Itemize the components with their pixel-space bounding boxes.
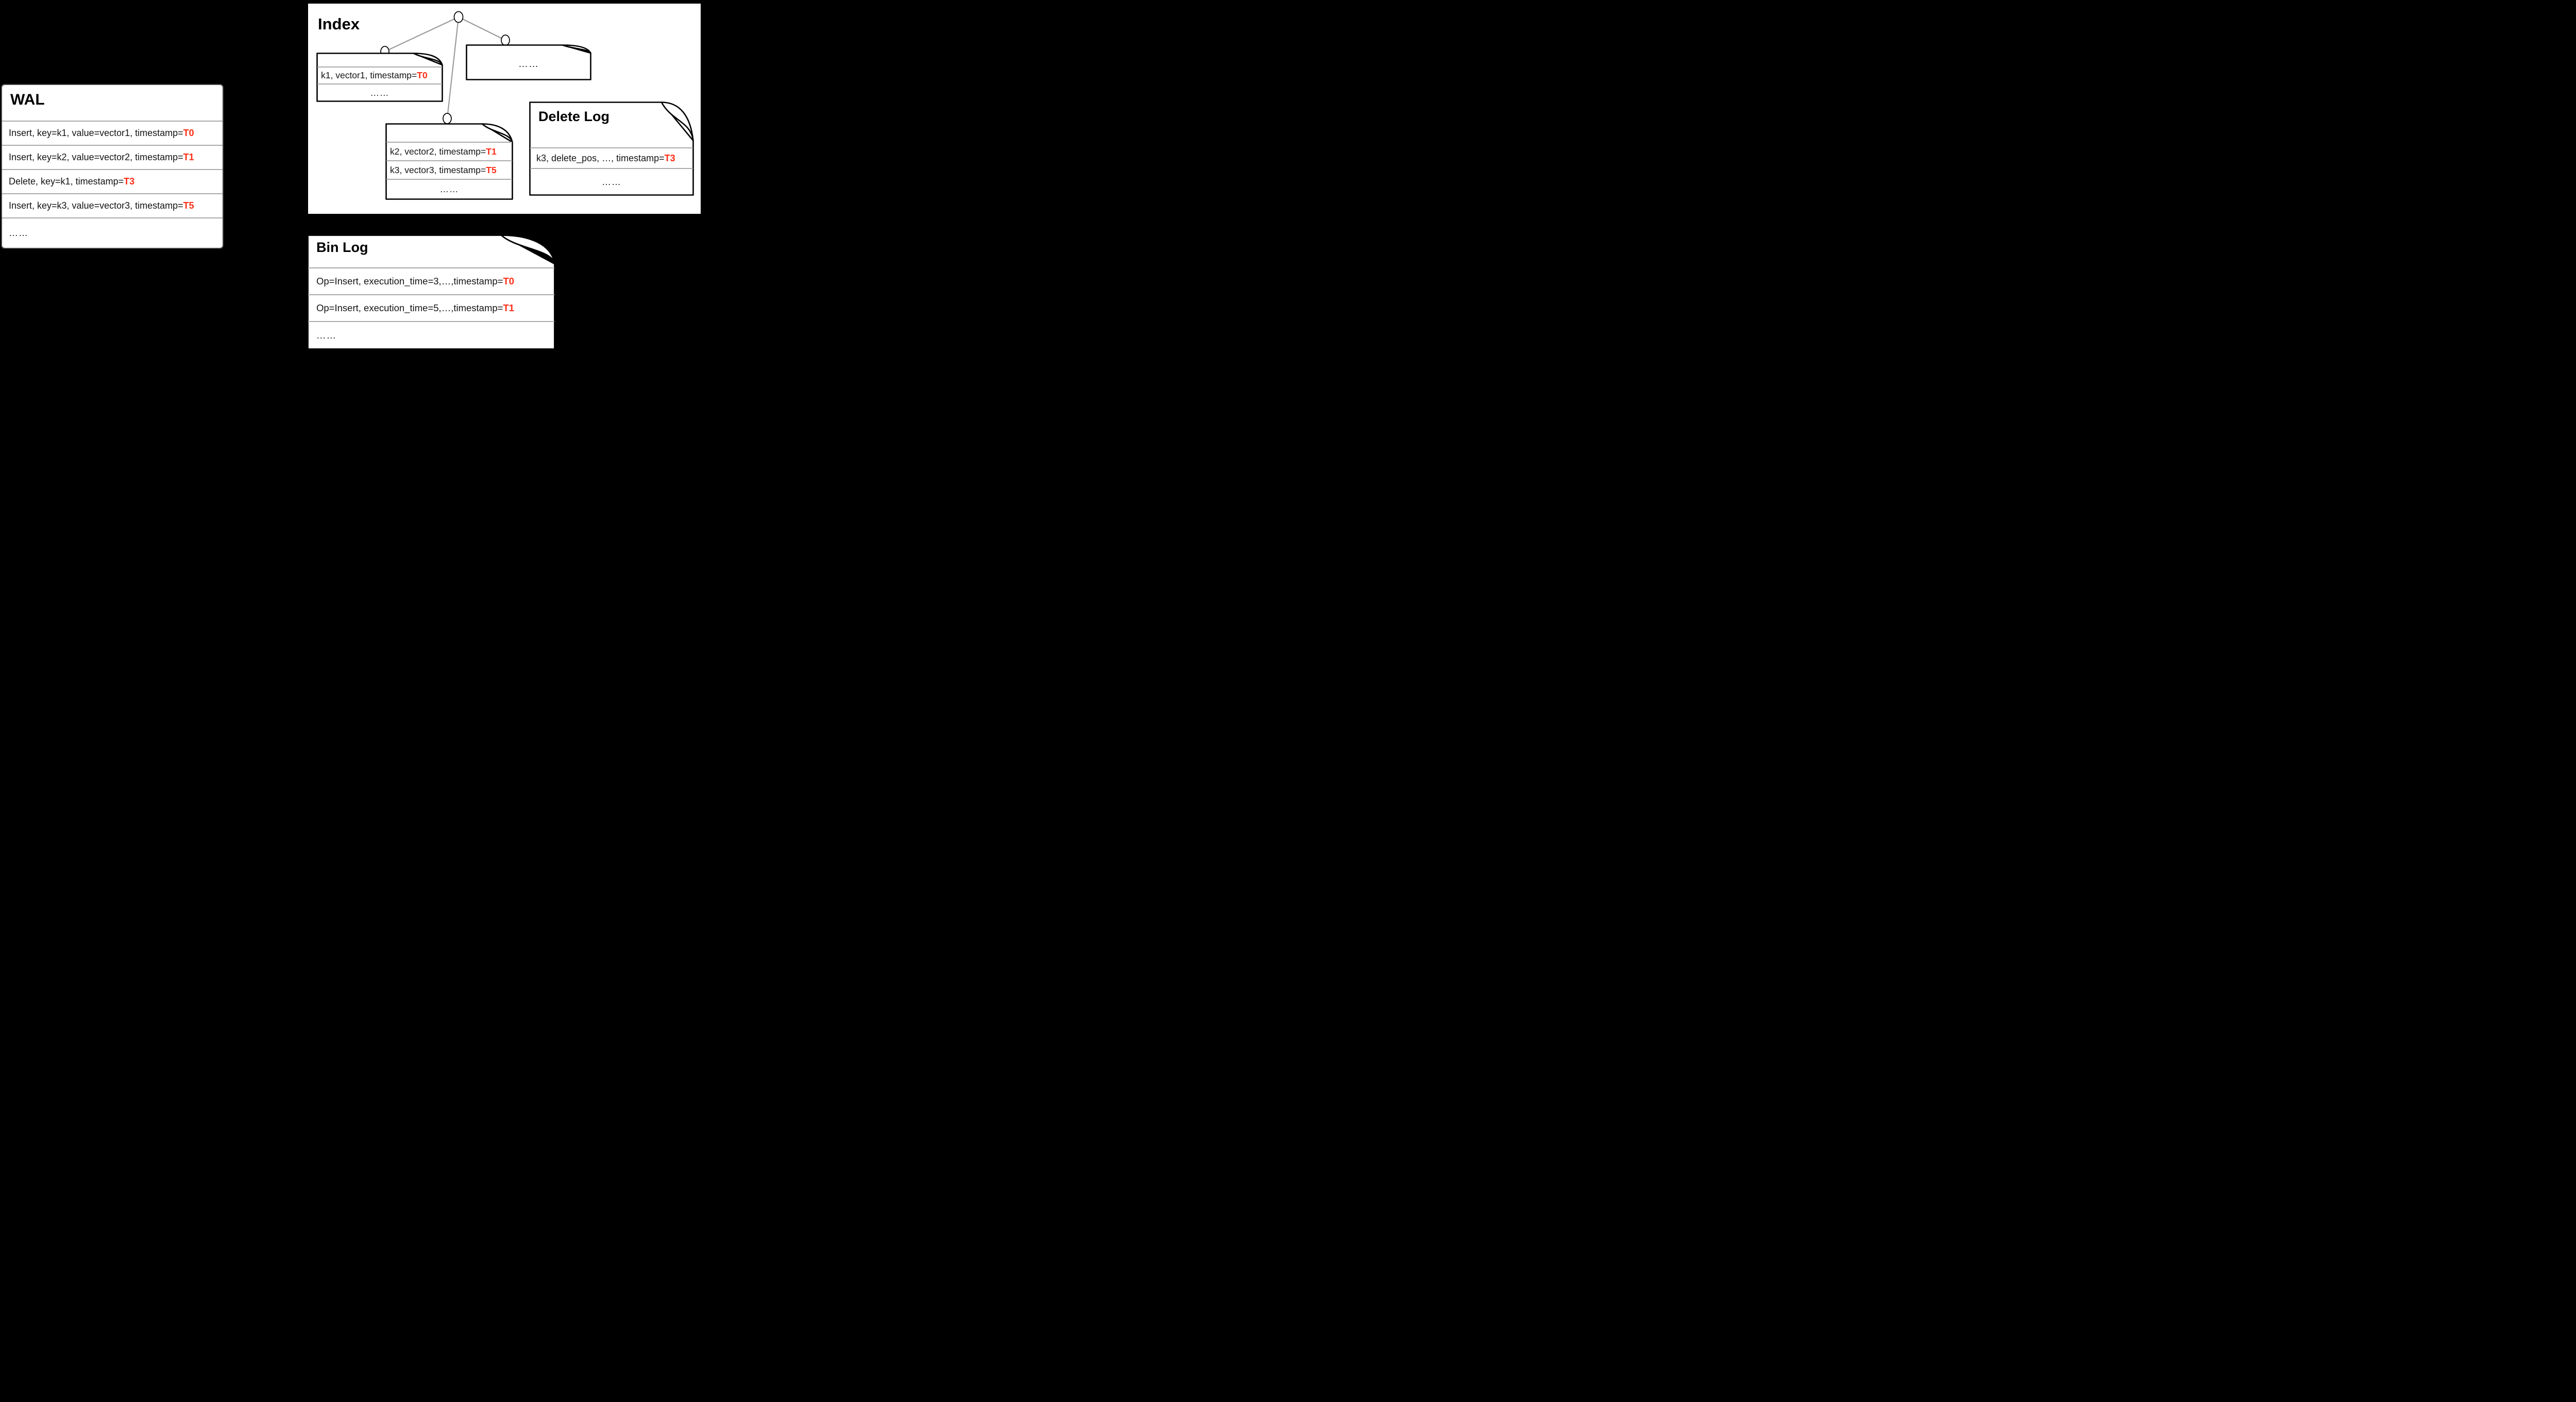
log-entry-text: Insert, key=k2, value=vector2, timestamp… xyxy=(9,152,183,162)
log-entry-timestamp: T5 xyxy=(183,200,194,211)
wal-box: WAL Insert, key=k1, value=vector1, times… xyxy=(1,84,224,249)
index-entry-ellipsis: …… xyxy=(317,83,442,101)
page-curl-icon xyxy=(481,123,513,143)
page-curl-icon xyxy=(562,44,591,54)
delete-log-ellipsis: …… xyxy=(530,168,693,195)
page-curl-icon xyxy=(660,102,694,142)
tree-node-circle xyxy=(443,113,452,124)
index-entry: k1, vector1, timestamp=T0 xyxy=(317,66,442,83)
tree-edge xyxy=(384,16,459,52)
document-outline-with-page-curl-icon xyxy=(385,123,513,200)
wal-log-entry: Insert, key=k2, value=vector2, timestamp… xyxy=(2,145,223,169)
log-entry-text: Delete, key=k1, timestamp= xyxy=(9,176,124,187)
index-entry-ellipsis: …… xyxy=(386,179,512,199)
index-entry: k2, vector2, timestamp=T1 xyxy=(386,142,512,160)
index-entry-timestamp: T0 xyxy=(417,70,428,80)
ellipsis-text: …… xyxy=(518,59,539,70)
log-entry-timestamp: T1 xyxy=(503,302,515,313)
tree-node-circle xyxy=(453,11,464,23)
bin-log-file: Bin Log Op=Insert, execution_time=3,…,ti… xyxy=(307,234,555,350)
index-title: Index xyxy=(318,15,360,33)
index-entry-text: k3, vector3, timestamp= xyxy=(390,164,486,175)
index-entry: k3, vector3, timestamp=T5 xyxy=(386,160,512,179)
wal-log-entry-ellipsis: …… xyxy=(2,217,223,248)
document-outline-with-page-curl-icon xyxy=(466,44,591,80)
wal-log-entry: Insert, key=k1, value=vector1, timestamp… xyxy=(2,121,223,145)
tree-edge xyxy=(446,16,460,119)
ellipsis-text: …… xyxy=(370,87,389,98)
delete-log-title: Delete Log xyxy=(538,109,610,124)
document-outline-with-page-curl-icon xyxy=(316,53,443,102)
index-segment-file-2: k2, vector2, timestamp=T1 k3, vector3, t… xyxy=(385,123,513,200)
index-entry-timestamp: T5 xyxy=(486,164,497,175)
log-entry-timestamp: T3 xyxy=(664,153,675,163)
log-entry-text: Op=Insert, execution_time=3,…,timestamp= xyxy=(316,276,503,286)
bin-log-entry: Op=Insert, execution_time=5,…,timestamp=… xyxy=(308,294,554,321)
tree-node-circle xyxy=(501,35,510,46)
ellipsis-text: …… xyxy=(602,176,621,187)
log-entry-text: k3, delete_pos, …, timestamp= xyxy=(536,153,665,163)
ellipsis-text: …… xyxy=(316,330,336,341)
log-entry-timestamp: T1 xyxy=(183,152,194,162)
tree-edges xyxy=(384,16,506,119)
delete-log-file: Delete Log k3, delete_pos, …, timestamp=… xyxy=(529,102,694,196)
ellipsis-text: …… xyxy=(9,228,28,238)
log-entry-text: Op=Insert, execution_time=5,…,timestamp= xyxy=(316,302,503,313)
delete-log-entry: k3, delete_pos, …, timestamp=T3 xyxy=(530,147,693,168)
ellipsis-text: …… xyxy=(439,184,459,194)
wal-log-entry: Delete, key=k1, timestamp=T3 xyxy=(2,169,223,193)
index-entry-text: k2, vector2, timestamp= xyxy=(390,146,486,157)
wal-title: WAL xyxy=(10,91,45,108)
storage-architecture-diagram: WAL Insert, key=k1, value=vector1, times… xyxy=(0,0,704,350)
wal-log-entry: Insert, key=k3, value=vector3, timestamp… xyxy=(2,193,223,217)
file-header-space xyxy=(317,53,442,66)
log-entry-text: Insert, key=k1, value=vector1, timestamp… xyxy=(9,128,183,138)
tree-edge xyxy=(458,16,506,41)
index-segment-file-1: k1, vector1, timestamp=T0 …… xyxy=(316,53,443,102)
log-entry-timestamp: T0 xyxy=(183,128,194,138)
log-entry-timestamp: T3 xyxy=(124,176,135,187)
document-outline-with-page-curl-icon xyxy=(307,234,555,350)
bin-log-ellipsis: …… xyxy=(308,321,554,349)
index-entry-timestamp: T1 xyxy=(486,146,497,157)
document-outline-with-page-curl-icon xyxy=(529,102,694,196)
page-curl-icon xyxy=(413,53,443,66)
log-entry-timestamp: T0 xyxy=(503,276,515,286)
log-entry-text: Insert, key=k3, value=vector3, timestamp… xyxy=(9,200,183,211)
file-header-space xyxy=(386,123,512,142)
index-entry-text: k1, vector1, timestamp= xyxy=(321,70,417,80)
bin-log-title: Bin Log xyxy=(316,240,368,255)
bin-log-entry: Op=Insert, execution_time=3,…,timestamp=… xyxy=(308,267,554,294)
page-curl-icon xyxy=(500,234,555,265)
index-segment-file-3: …… xyxy=(466,44,591,80)
index-entry-ellipsis: …… xyxy=(467,44,590,79)
